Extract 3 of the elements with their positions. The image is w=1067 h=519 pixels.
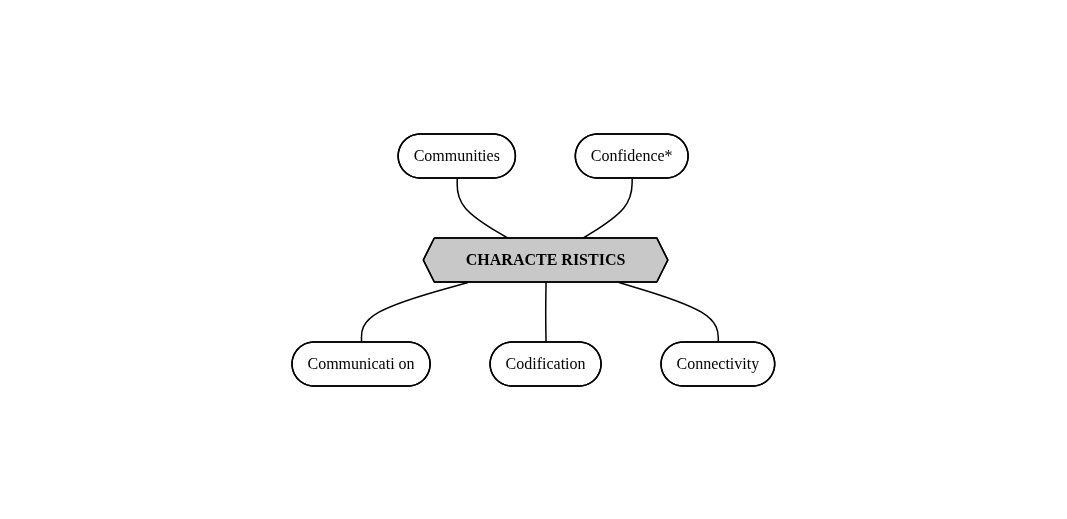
connector (360, 281, 469, 343)
connector (545, 281, 547, 343)
connector (618, 281, 720, 343)
